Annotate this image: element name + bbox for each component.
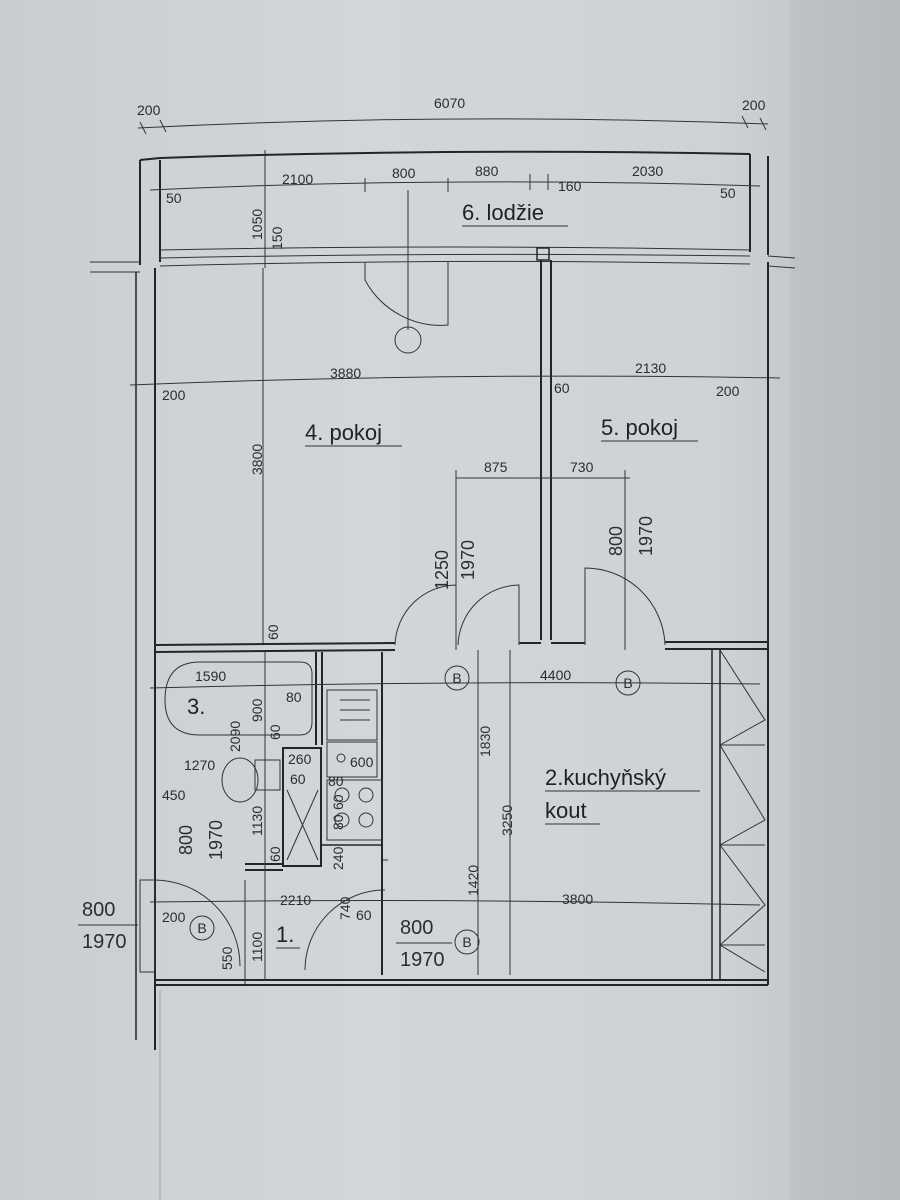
dim-label: 1590	[195, 668, 226, 684]
room-label-loggia: 6. lodžie	[462, 200, 544, 225]
dim-label: 800	[400, 917, 433, 939]
dim-label: 150	[269, 226, 285, 250]
axis-marker-label: B	[197, 920, 206, 936]
dim-label: 240	[330, 846, 346, 870]
dim-label: 740	[337, 896, 353, 920]
axis-marker-1	[444, 665, 470, 691]
dim-label: 800	[82, 899, 115, 921]
dim-label: 50	[166, 190, 182, 206]
doors	[139, 262, 666, 973]
dim-label: 1050	[249, 209, 265, 240]
axis-marker-label: B	[462, 934, 471, 950]
axis-marker-label: B	[452, 670, 461, 686]
dim-label: 3250	[499, 805, 515, 836]
dim-label: 2030	[632, 163, 663, 179]
room-label-hall: 1.	[276, 922, 294, 947]
dim-label: 800	[176, 825, 196, 855]
dim-label: 200	[137, 102, 161, 118]
dim-label: 200	[162, 387, 186, 403]
dim-label: 1130	[249, 806, 265, 836]
dim-label: 1970	[206, 820, 226, 860]
room-label-kitchen: 2.kuchyňský	[545, 765, 666, 790]
dim-label: 450	[162, 787, 186, 803]
dimension-labels: 200 6070 200 2100 800 880 160 2030 50 50…	[78, 95, 766, 971]
dim-label: 3880	[330, 365, 361, 381]
room-labels: 6. lodžie 4. pokoj 5. pokoj 3. 2.kuchyňs…	[187, 200, 700, 949]
dim-label: 60	[265, 624, 281, 640]
dim-label: 4400	[540, 667, 571, 683]
room-label-kitchen-2: kout	[545, 798, 587, 823]
axis-marker-2	[615, 670, 641, 696]
dim-label: 50	[720, 185, 736, 201]
dim-label: 200	[716, 383, 740, 399]
axis-marker-label: B	[623, 675, 632, 691]
dim-label: 2090	[227, 721, 243, 752]
axis-marker-3	[189, 915, 215, 941]
dim-label: 3800	[562, 891, 593, 907]
dim-label: 80	[328, 773, 344, 789]
dim-label: 1100	[249, 932, 265, 962]
dim-label: 60	[356, 907, 372, 923]
dim-label: 60	[554, 380, 570, 396]
dim-label: 60	[330, 794, 346, 810]
fixtures	[164, 661, 383, 841]
dim-label: 2100	[282, 171, 313, 187]
dim-label: 60	[267, 846, 283, 862]
dim-label: 1270	[184, 757, 215, 773]
dim-label: 1970	[82, 931, 127, 953]
dim-label: 1420	[465, 865, 481, 896]
page-shadow	[790, 0, 900, 1200]
loggia	[90, 150, 796, 330]
dim-label: 2210	[280, 892, 311, 908]
upper-rooms	[129, 260, 781, 1050]
axis-marker-4	[454, 929, 480, 955]
dim-label: 260	[288, 751, 312, 767]
dim-label: 600	[350, 754, 374, 770]
dim-label: 200	[162, 909, 186, 925]
dim-label: 730	[570, 459, 594, 475]
dim-label: 3800	[249, 444, 265, 475]
dim-label: 1970	[458, 540, 478, 580]
axis-markers: B B B B	[189, 665, 641, 955]
dim-label: 1970	[636, 516, 656, 556]
dim-label: 2130	[635, 360, 666, 376]
dim-label: 80	[286, 689, 302, 705]
room-label-bathroom: 3.	[187, 694, 205, 719]
dim-label: 1970	[400, 949, 445, 971]
dim-label: 800	[392, 165, 416, 181]
dim-label: 60	[290, 771, 306, 787]
room-label-room4: 4. pokoj	[305, 420, 382, 445]
room-label-room5: 5. pokoj	[601, 415, 678, 440]
dim-label: 1250	[432, 550, 452, 590]
dim-label: 1830	[477, 726, 493, 757]
dim-label: 880	[475, 163, 499, 179]
dim-label: 80	[330, 814, 346, 830]
dim-label: 60	[267, 724, 283, 740]
dim-label: 6070	[434, 95, 465, 111]
dim-label: 800	[606, 526, 626, 556]
dim-label: 160	[558, 178, 582, 194]
lower-walls	[149, 648, 768, 986]
top-dimension	[137, 115, 769, 135]
dim-label: 550	[219, 946, 235, 970]
dim-label: 900	[249, 698, 265, 722]
dim-label: 875	[484, 459, 508, 475]
dim-label: 200	[742, 97, 766, 113]
